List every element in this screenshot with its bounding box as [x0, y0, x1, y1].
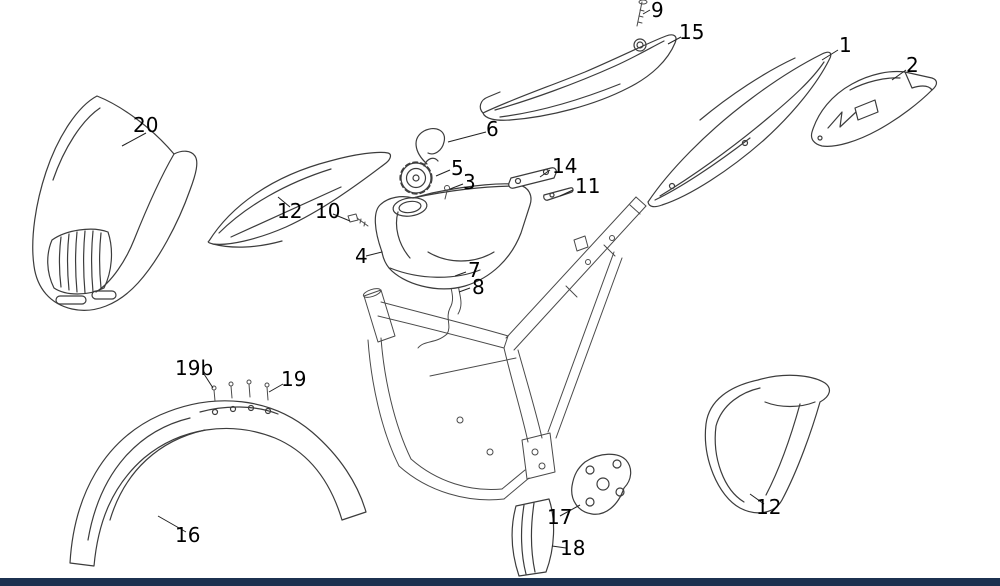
callout-part-9: 9 — [651, 0, 664, 22]
callout-part-14: 14 — [552, 154, 578, 178]
right-panel-drawing — [704, 374, 830, 514]
fuel-cap-drawing — [399, 157, 439, 195]
frame-drawing — [362, 196, 647, 501]
callout-part-16: 16 — [175, 523, 201, 547]
cap-screw-drawing — [444, 185, 450, 200]
callout-part-11: 11 — [575, 174, 601, 198]
callout-part-5: 5 — [451, 156, 464, 180]
callout-part-1: 1 — [839, 33, 852, 57]
callout-part-10: 10 — [315, 199, 341, 223]
seat-drawing — [479, 34, 677, 121]
leader-lines — [121, 9, 907, 549]
fender-bolts-drawing — [211, 379, 270, 402]
callout-part-17: 17 — [547, 505, 573, 529]
front-fender-drawing — [69, 400, 367, 567]
bracket-11-drawing — [543, 187, 574, 201]
headlight-mask-drawing — [32, 95, 198, 311]
screw-9-drawing — [636, 0, 648, 27]
mud-flap-drawing — [511, 498, 555, 577]
callout-part-6: 6 — [486, 117, 499, 141]
bracket-14-drawing — [508, 167, 557, 189]
left-shroud-drawing — [207, 151, 392, 248]
callout-part-12-right: 12 — [756, 495, 782, 519]
callout-part-18: 18 — [560, 536, 586, 560]
callout-part-19: 19 — [281, 367, 307, 391]
callout-part-7: 7 — [468, 258, 481, 282]
vent-hose-drawing — [415, 128, 446, 165]
callout-part-3: 3 — [463, 170, 476, 194]
callout-part-12-left: 12 — [277, 199, 303, 223]
rear-fender-drawing — [647, 51, 832, 208]
fuel-tank-drawing — [374, 183, 532, 290]
gasket-drawing — [571, 453, 632, 515]
bottom-edge-bar — [0, 578, 1000, 586]
callout-part-19b: 19b — [175, 356, 214, 380]
screw-10-drawing — [347, 213, 369, 227]
rear-fender-extension-drawing — [810, 70, 938, 147]
callout-part-15: 15 — [679, 20, 705, 44]
callout-part-8: 8 — [472, 275, 485, 299]
callout-part-2: 2 — [906, 53, 919, 77]
callout-part-4: 4 — [355, 244, 368, 268]
callout-part-20: 20 — [133, 113, 159, 137]
